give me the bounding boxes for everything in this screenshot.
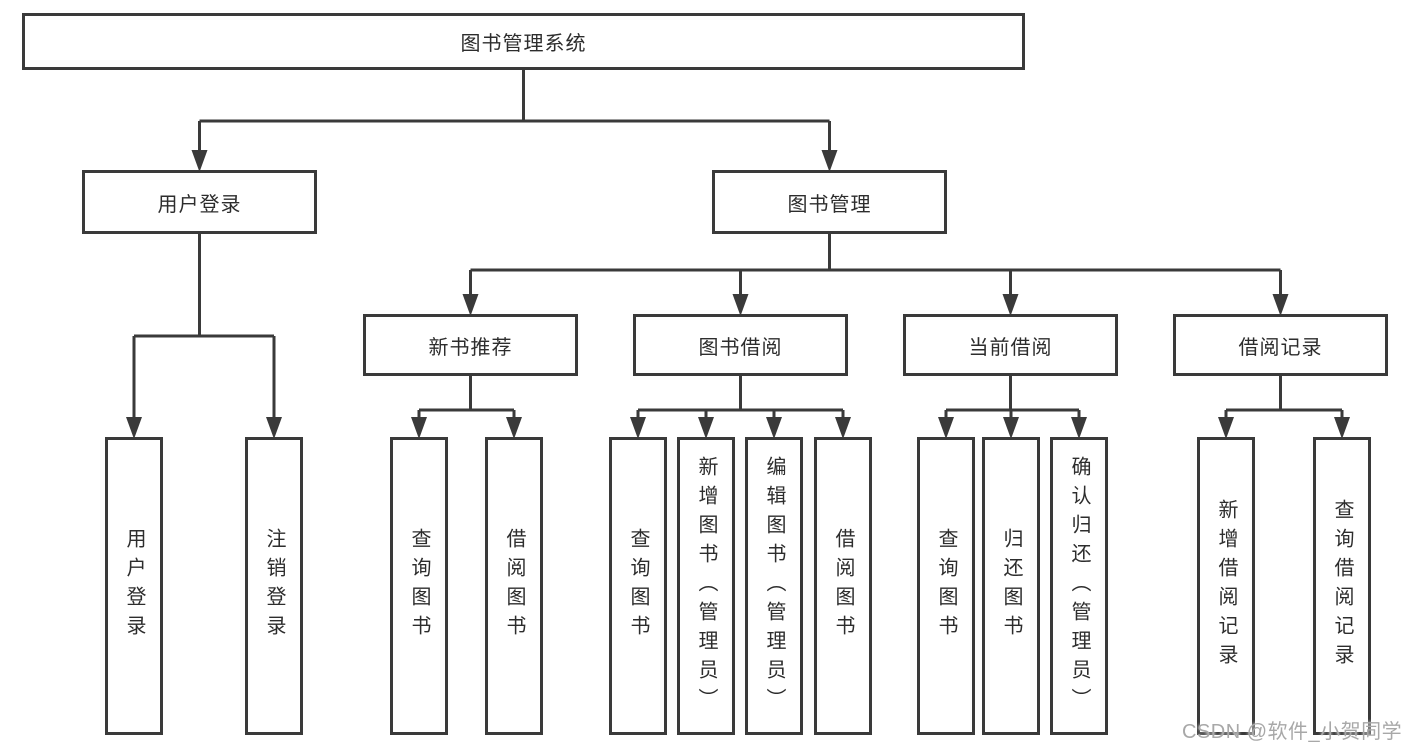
node-user-login: 用户登录 xyxy=(82,170,317,234)
node-new-book-recommend: 新书推荐 xyxy=(363,314,578,376)
leaf-borrow-query-books: 查询图书 xyxy=(609,437,667,735)
leaf-recommend-query-books: 查询图书 xyxy=(390,437,448,735)
node-book-management: 图书管理 xyxy=(712,170,947,234)
node-book-borrow: 图书借阅 xyxy=(633,314,848,376)
leaf-return-books: 归还图书 xyxy=(982,437,1040,735)
leaf-logout: 注销登录 xyxy=(245,437,303,735)
leaf-confirm-return-admin: 确认归还（管理员） xyxy=(1050,437,1108,735)
leaf-query-borrow-record: 查询借阅记录 xyxy=(1313,437,1371,735)
leaf-add-borrow-record: 新增借阅记录 xyxy=(1197,437,1255,735)
leaf-user-login: 用户登录 xyxy=(105,437,163,735)
watermark: CSDN @软件_小贺同学 xyxy=(1182,721,1403,743)
leaf-add-books-admin: 新增图书（管理员） xyxy=(677,437,735,735)
leaf-current-query-books: 查询图书 xyxy=(917,437,975,735)
node-root-system: 图书管理系统 xyxy=(22,13,1025,70)
node-current-borrow: 当前借阅 xyxy=(903,314,1118,376)
leaf-recommend-borrow-books: 借阅图书 xyxy=(485,437,543,735)
node-borrow-records: 借阅记录 xyxy=(1173,314,1388,376)
leaf-borrow-books: 借阅图书 xyxy=(814,437,872,735)
leaf-edit-books-admin: 编辑图书（管理员） xyxy=(745,437,803,735)
